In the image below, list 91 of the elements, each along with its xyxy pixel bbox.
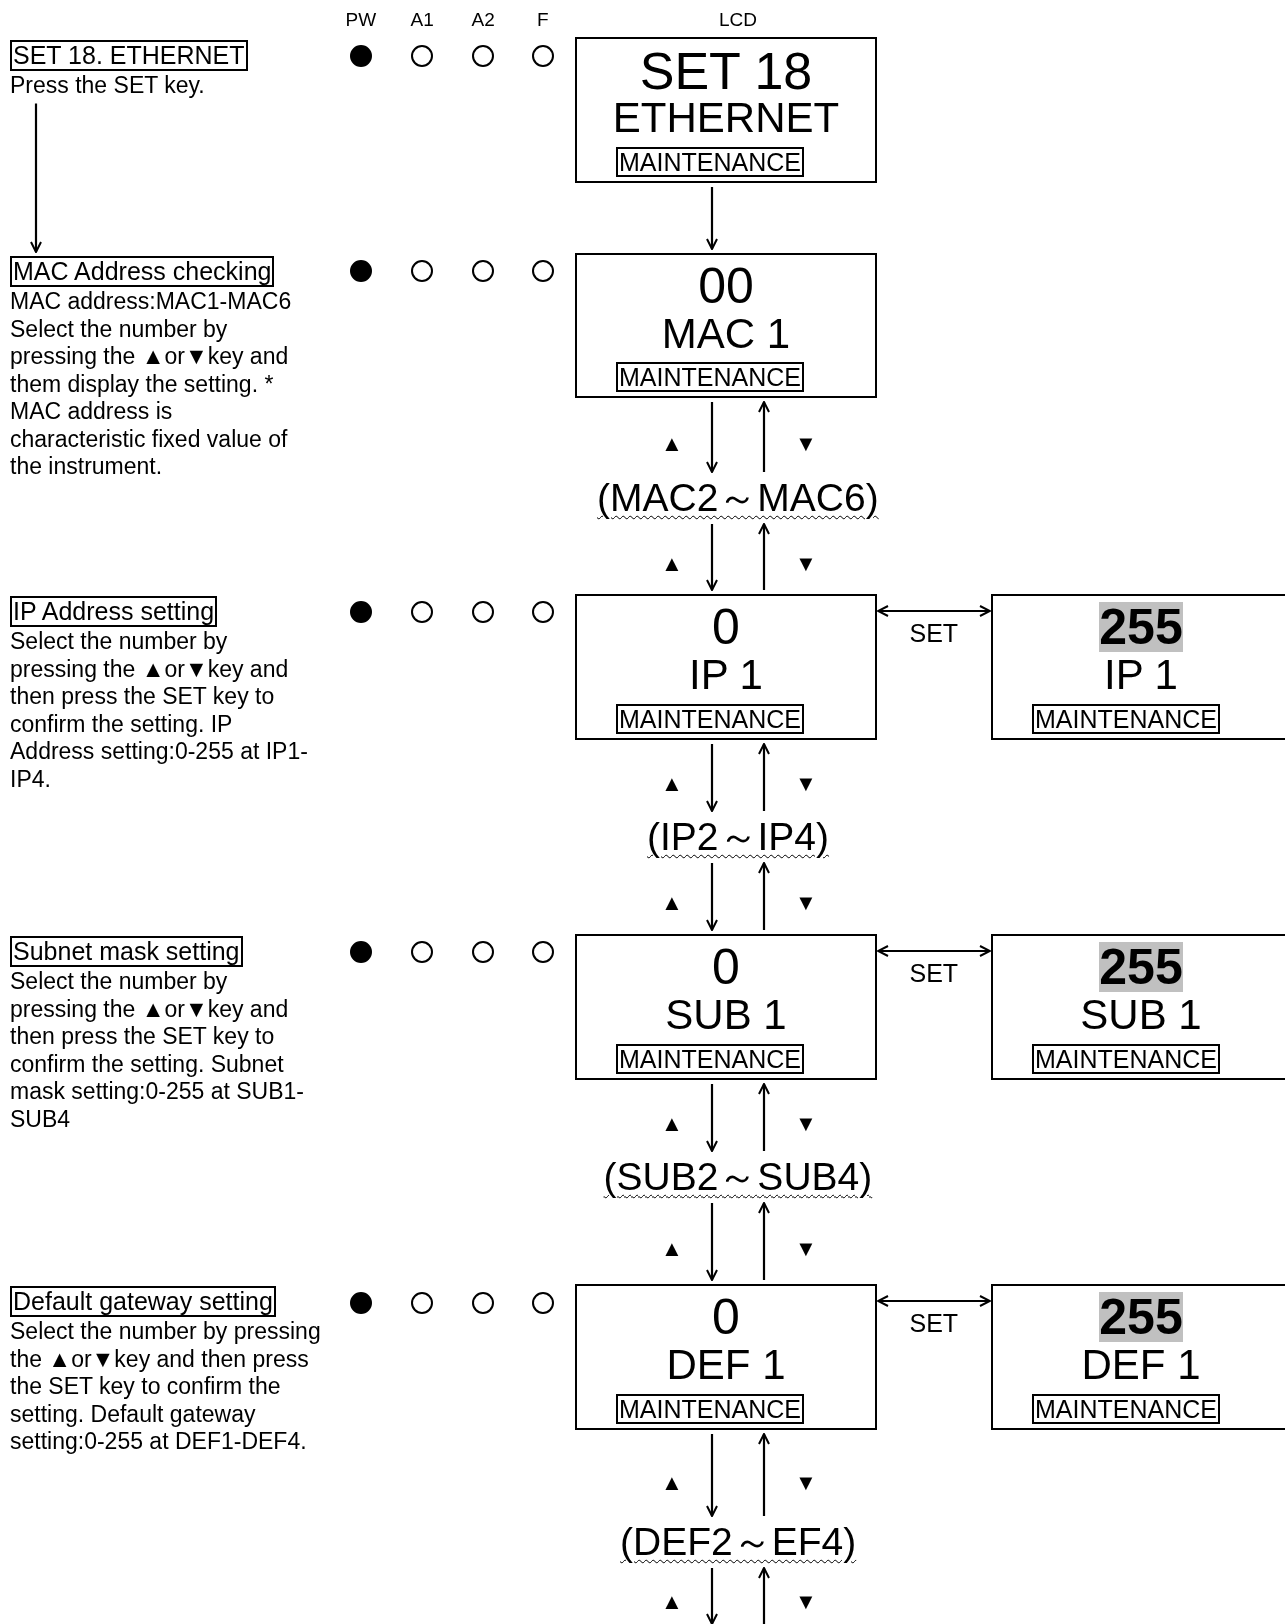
status-tag: MAINTENANCE <box>616 1394 804 1424</box>
status-tag: MAINTENANCE <box>1032 1394 1220 1424</box>
status-tag: MAINTENANCE <box>616 362 804 392</box>
lcd-value: SET 18 <box>639 45 813 97</box>
lcd-item: IP 1 <box>1104 654 1178 696</box>
edge-label: ▼ <box>795 1238 817 1261</box>
edge-label: ▲ <box>661 1113 683 1136</box>
arrow <box>877 945 991 957</box>
arrow <box>706 1203 718 1281</box>
lcd-value: 00 <box>698 261 754 311</box>
arrow <box>758 401 770 472</box>
arrow <box>758 862 770 930</box>
arrow <box>706 863 718 931</box>
edge-label: ▲ <box>661 892 683 915</box>
edge-label: ▼ <box>795 773 817 796</box>
edge-label: ▲ <box>661 552 683 575</box>
arrow <box>758 743 770 811</box>
step-heading: SET 18. ETHERNET <box>10 40 248 71</box>
arrow <box>758 523 770 590</box>
status-tag: MAINTENANCE <box>616 1044 804 1074</box>
range-text: (SUB2～SUB4) <box>603 1155 873 1199</box>
edge-label: ▼ <box>795 1113 817 1136</box>
arrow <box>706 1434 718 1517</box>
edge-label: ▲ <box>661 1472 683 1495</box>
arrow <box>877 605 991 617</box>
edge-label: ▲ <box>661 773 683 796</box>
arrow <box>758 1202 770 1280</box>
edge-label: SET <box>909 620 959 646</box>
edge-label: SET <box>909 960 959 986</box>
arrow <box>706 1084 718 1152</box>
step-description: Press the SET key. <box>10 72 206 100</box>
lcd-screen <box>575 37 877 183</box>
lcd-screen <box>575 1284 877 1430</box>
lcd-item: IP 1 <box>689 654 763 696</box>
step-heading: Default gateway setting <box>10 1286 276 1317</box>
arrow <box>758 1567 770 1624</box>
edge-label: SET <box>909 1310 959 1336</box>
status-tag: MAINTENANCE <box>616 704 804 734</box>
step-description: MAC address:MAC1-MAC6 Select the number by pressing the ▲or▼key and them display the setting. * MAC address is characteristic fixed value of the instrument. <box>10 288 293 481</box>
column-header: A2 <box>471 10 495 30</box>
step-description: Select the number by pressing the ▲or▼key and then press the SET key to confirm the setting. IP Address setting:0-255 at IP1-IP4. <box>10 628 309 793</box>
range-text: (DEF2～EF4) <box>620 1520 857 1564</box>
edge-label: ▲ <box>661 433 683 455</box>
lcd-screen <box>575 253 877 398</box>
arrow <box>877 1295 991 1307</box>
column-header: A1 <box>410 10 434 30</box>
range-text: (IP2～IP4) <box>647 815 830 859</box>
edge-label: ▲ <box>661 1590 683 1613</box>
edge-label: ▼ <box>795 892 817 915</box>
lcd-screen <box>575 594 877 740</box>
lcd-value: 255 <box>1099 1292 1183 1342</box>
arrow <box>706 402 718 473</box>
step-description: Select the number by pressing the ▲or▼key and then press the SET key to confirm the setting. Subnet mask setting:0-255 at SUB1-SUB4 <box>10 968 306 1133</box>
arrow <box>706 744 718 812</box>
lcd-screen <box>575 934 877 1080</box>
arrow <box>706 1568 718 1624</box>
lcd-item: DEF 1 <box>1081 1344 1201 1386</box>
lcd-value: 0 <box>712 942 740 992</box>
column-header: PW <box>345 10 377 30</box>
column-header: LCD <box>719 10 757 30</box>
arrow <box>758 1433 770 1516</box>
lcd-value: 0 <box>712 602 740 652</box>
edge-label: ▼ <box>795 1590 817 1613</box>
step-heading: Subnet mask setting <box>10 936 243 967</box>
lcd-value: 255 <box>1099 602 1183 652</box>
edge-label: ▼ <box>795 552 817 575</box>
step-heading: MAC Address checking <box>10 256 275 287</box>
edge-label: ▼ <box>795 1472 817 1495</box>
lcd-item: SUB 1 <box>665 994 787 1036</box>
arrow <box>30 103 42 253</box>
lcd-value: 255 <box>1099 942 1183 992</box>
lcd-screen <box>991 594 1285 740</box>
lcd-item: ETHERNET <box>612 97 840 139</box>
lcd-item: MAC 1 <box>661 313 791 355</box>
edge-label: ▲ <box>661 1238 683 1261</box>
status-tag: MAINTENANCE <box>1032 1044 1220 1074</box>
range-text: (MAC2～MAC6) <box>597 476 879 520</box>
lcd-screen <box>991 934 1285 1080</box>
arrow <box>758 1083 770 1151</box>
arrow <box>706 187 718 250</box>
lcd-screen <box>991 1284 1285 1430</box>
edge-label: ▼ <box>795 433 817 455</box>
status-tag: MAINTENANCE <box>1032 704 1220 734</box>
step-description: Select the number by pressing the ▲or▼key and then press the SET key to confirm the setting. Default gateway setting:0-255 at DEF1-DEF4. <box>10 1318 322 1456</box>
lcd-item: SUB 1 <box>1080 994 1202 1036</box>
lcd-item: DEF 1 <box>666 1344 786 1386</box>
lcd-value: 0 <box>712 1292 740 1342</box>
status-tag: MAINTENANCE <box>616 147 804 177</box>
column-header: F <box>537 10 549 30</box>
step-heading: IP Address setting <box>10 596 218 627</box>
arrow <box>706 524 718 591</box>
